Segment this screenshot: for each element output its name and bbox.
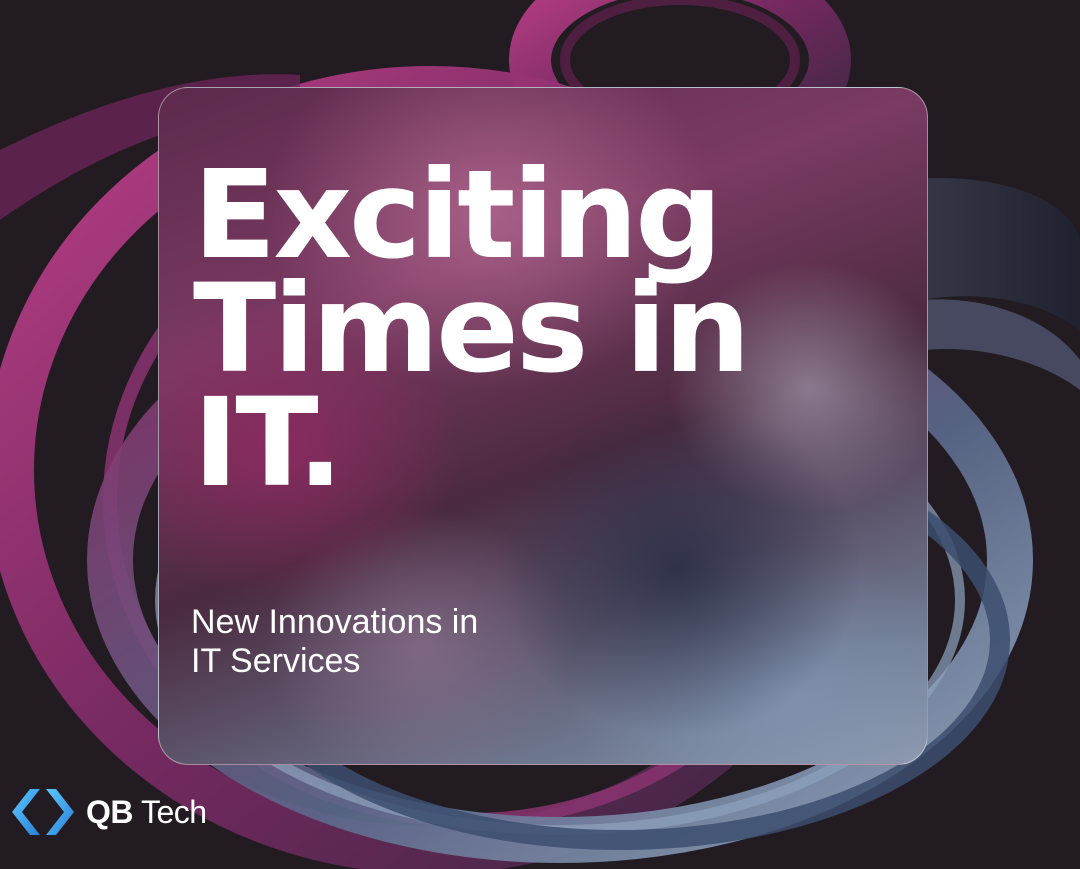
headline: Exciting Times in IT. — [193, 144, 751, 514]
subheadline-line-1: New Innovations in — [191, 603, 479, 641]
headline-line-3: IT. — [193, 372, 343, 514]
brand-name-bold: QB — [86, 793, 134, 830]
headline-line-1: Exciting — [193, 144, 722, 286]
brand-name-light: Tech — [141, 793, 207, 830]
headline-line-2: Times in — [193, 258, 751, 400]
subheadline-line-2: IT Services — [191, 642, 361, 680]
subheadline: New Innovations in IT Services — [191, 603, 478, 681]
code-brackets-logo-icon — [12, 789, 74, 835]
glass-card: Exciting Times in IT. New Innovations in… — [158, 87, 928, 765]
